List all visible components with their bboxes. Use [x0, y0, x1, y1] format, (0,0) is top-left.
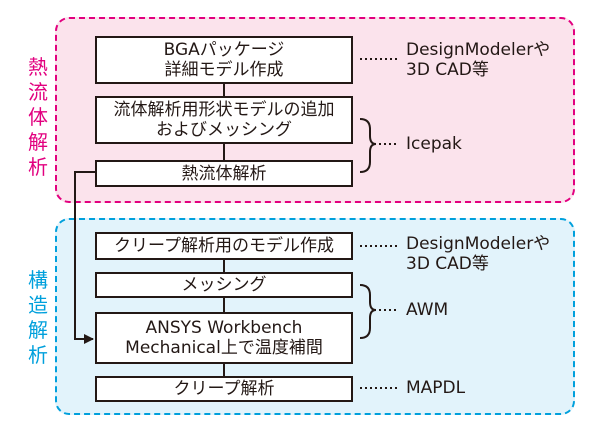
thermal-analysis-label: 熱 流 体 解 析: [27, 55, 49, 180]
temperature-feed-arrow: [74, 171, 95, 344]
structural-analysis-label: 構 造 解 析: [27, 268, 49, 368]
note-text: 3D CAD等: [406, 60, 489, 80]
step-text: BGAパッケージ: [163, 40, 285, 60]
step-bga-package-model: BGAパッケージ 詳細モデル作成: [95, 36, 353, 84]
step-temperature-interpolation: ANSYS Workbench Mechanical上で温度補間: [95, 312, 353, 364]
label-char: 析: [28, 343, 48, 367]
step-creep-model: クリープ解析用のモデル作成: [95, 232, 353, 260]
tool-note-icepak: Icepak: [406, 134, 462, 154]
note-text: AWM: [406, 300, 449, 320]
step-text: およびメッシング: [156, 120, 292, 140]
step-creep-analysis: クリープ解析: [95, 376, 353, 402]
label-char: 体: [28, 105, 48, 129]
label-char: 析: [28, 155, 48, 179]
step-text: 詳細モデル作成: [164, 60, 284, 80]
note-text: DesignModelerや: [406, 40, 551, 60]
label-char: 造: [28, 293, 48, 317]
step-text: 流体解析用形状モデルの追加: [113, 100, 335, 120]
tool-note-mapdl: MAPDL: [406, 378, 465, 398]
label-char: 熱: [28, 55, 48, 79]
tool-note-designmodeler-structural: DesignModelerや 3D CAD等: [406, 234, 550, 274]
label-char: 解: [28, 318, 48, 342]
step-text: クリープ解析用のモデル作成: [114, 236, 334, 256]
label-char: 構: [28, 268, 48, 292]
step-text: Mechanical上で温度補間: [125, 338, 323, 358]
step-text: ANSYS Workbench: [145, 318, 303, 338]
step-meshing: メッシング: [95, 272, 353, 298]
note-text: 3D CAD等: [406, 254, 489, 274]
step-thermal-fluid-analysis: 熱流体解析: [95, 160, 353, 187]
icepak-bracket: [359, 118, 377, 173]
note-text: MAPDL: [406, 378, 466, 398]
step-text: クリープ解析: [173, 379, 275, 399]
tool-note-awm: AWM: [406, 300, 448, 320]
note-text: DesignModelerや: [406, 234, 551, 254]
step-text: メッシング: [181, 275, 267, 295]
step-text: 熱流体解析: [181, 163, 267, 184]
step-fluid-model-meshing: 流体解析用形状モデルの追加 およびメッシング: [95, 96, 353, 144]
label-char: 解: [28, 130, 48, 154]
awm-bracket: [359, 284, 377, 339]
label-char: 流: [28, 80, 48, 104]
tool-note-designmodeler: DesignModelerや 3D CAD等: [406, 40, 550, 80]
note-text: Icepak: [406, 134, 462, 154]
